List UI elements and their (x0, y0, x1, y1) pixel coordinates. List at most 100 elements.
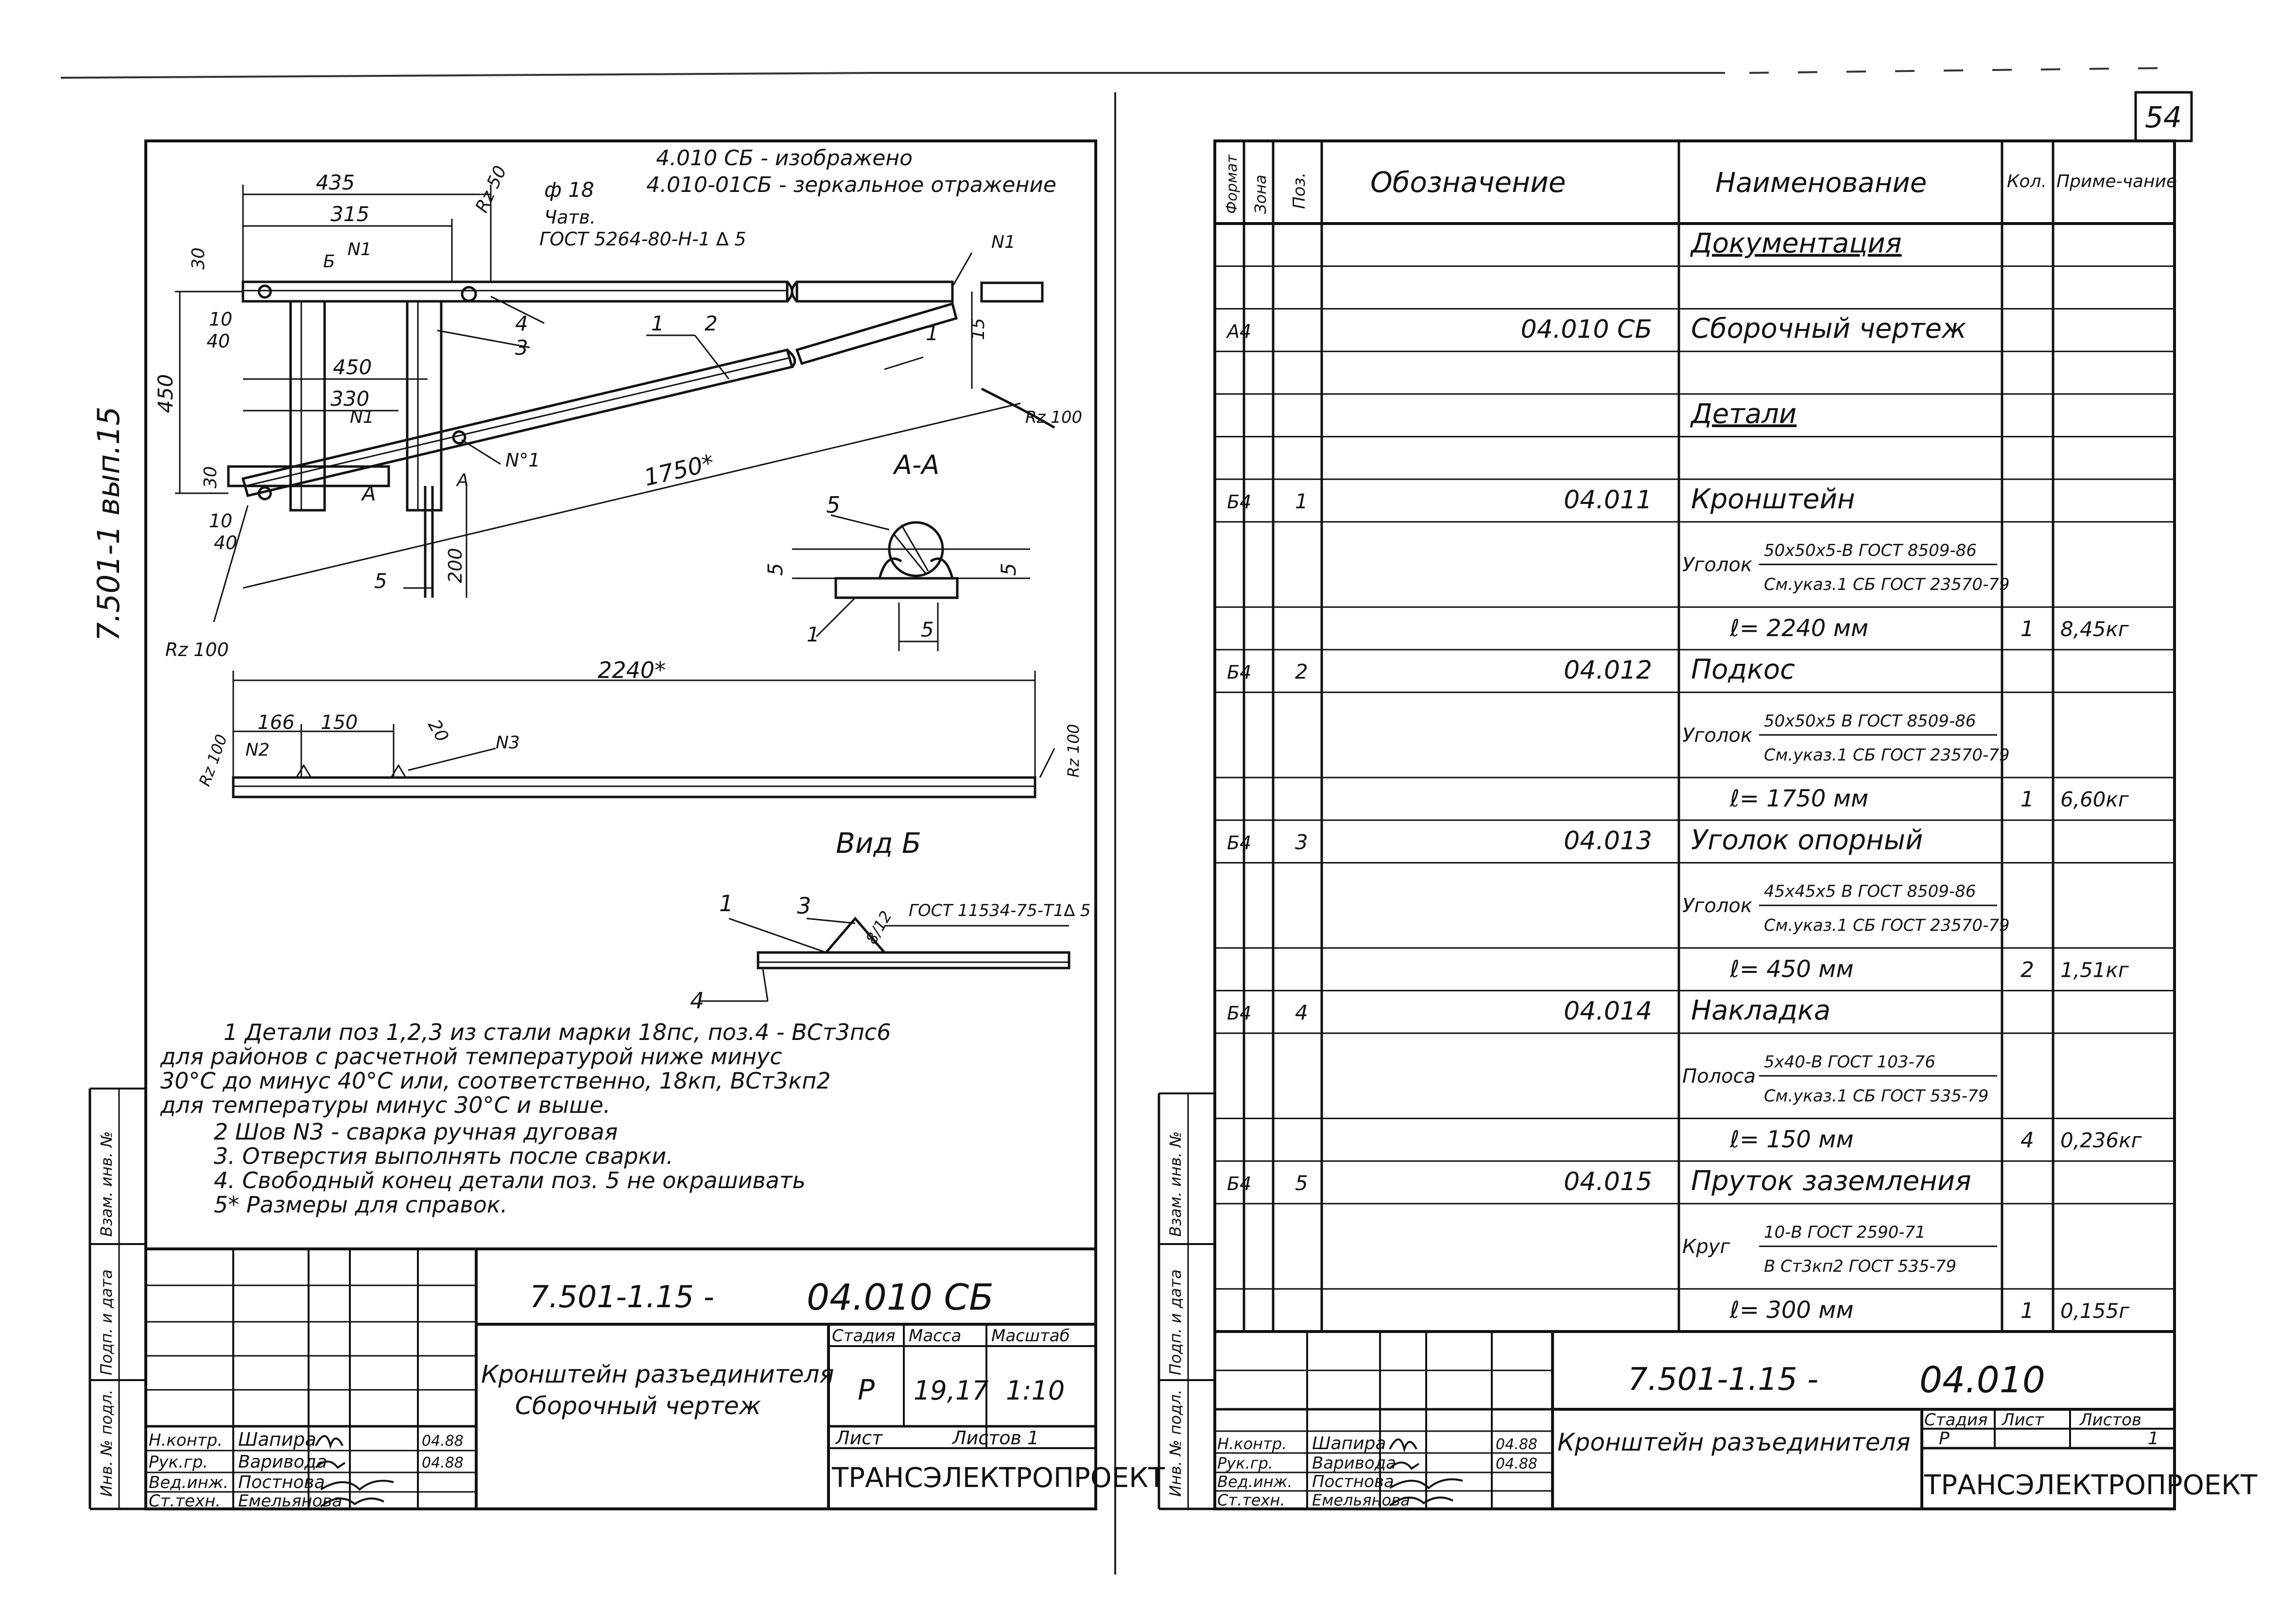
spec-row-designation: 04.014 (1564, 997, 1652, 1026)
spec-row-format: Б4 (1227, 1003, 1251, 1024)
right-person-3: Постнова (1312, 1472, 1394, 1491)
left-frame (144, 139, 1097, 1510)
spec-row-name: ℓ= 300 мм (1729, 1297, 1854, 1324)
left-hdr-scale: Масштаб (991, 1326, 1070, 1346)
note-line-4: для температуры минус 30°С и выше. (160, 1092, 610, 1118)
dim-450-vertical: 450 (154, 374, 177, 413)
pos-4-label: 4 (515, 311, 528, 335)
dim-40-top: 40 (207, 330, 230, 352)
hdr-qty: Кол. (2007, 172, 2047, 191)
left-person-4: Емельянова (238, 1491, 342, 1511)
right-person-2: Варивода (1312, 1453, 1396, 1473)
left-mass: 19,17 (914, 1375, 989, 1406)
page-number-box: 54 (2134, 91, 2193, 142)
left-signatures (315, 1435, 394, 1507)
spec-row-format: Б4 (1227, 1173, 1251, 1194)
right-role-1: Н.контр. (1217, 1435, 1287, 1453)
spec-row-material-prefix: Полоса (1682, 1065, 1756, 1088)
spec-row-name: ℓ= 2240 мм (1729, 615, 1868, 642)
left-sheets-label: Листов 1 (951, 1427, 1039, 1449)
left-role-2: Рук.гр. (149, 1453, 208, 1472)
right-hdr-sheets: Листов (2079, 1410, 2141, 1430)
left-designation: 7.501-1.15 - (530, 1279, 714, 1315)
section-aa: А-А 5 5 5 5 1 (763, 450, 1030, 651)
spec-row-format: А4 (1226, 321, 1251, 342)
view-b-title: Вид Б (836, 827, 921, 860)
note-line-5: 2 Шов N3 - сварка ручная дуговая (214, 1119, 618, 1145)
left-role-3: Вед.инж. (149, 1473, 228, 1492)
view-b-pos3: 3 (797, 893, 811, 919)
spec-row-format: Б4 (1227, 832, 1251, 853)
dim-30-top: 30 (189, 247, 208, 270)
spec-row-designation: 04.012 (1564, 656, 1652, 685)
view-b-weld-size: 8/12 (862, 908, 896, 947)
section-aa-label-5c: 5 (997, 563, 1020, 576)
left-role-1: Н.контр. (149, 1431, 223, 1450)
assembly-view (175, 185, 1055, 623)
left-hdr-stage: Стадия (832, 1326, 895, 1346)
spec-row-note: 0,155г (2060, 1299, 2130, 1323)
left-stage: Р (858, 1373, 875, 1406)
spec-row-material-profile: 45x45x5 В ГОСТ 8509-86 (1764, 882, 1976, 901)
right-designation: 7.501-1.15 - (1628, 1362, 1818, 1398)
section-aa-label-5a: 5 (826, 492, 840, 518)
right-stage: Р (1939, 1429, 1950, 1449)
spec-row-designation: 04.011 (1564, 485, 1652, 515)
dim-166: 166 (258, 711, 294, 734)
spec-row-note: 0,236кг (2060, 1128, 2142, 1152)
note-line-2: для районов с расчетной температурой ниж… (160, 1043, 782, 1070)
spec-row-position: 4 (1295, 1001, 1308, 1024)
note-line-6: 3. Отверстия выполнять после сварки. (214, 1143, 673, 1169)
right-date-1: 04.88 (1496, 1436, 1537, 1453)
section-aa-title: А-А (893, 450, 939, 480)
spec-row-name: ℓ= 150 мм (1729, 1126, 1854, 1153)
dim-10-bottom: 10 (209, 510, 232, 532)
rz100-part1-left: Rz 100 (195, 732, 231, 789)
spec-row-name: Сборочный чертеж (1691, 313, 1966, 345)
spec-table-row-lines (1215, 265, 2175, 1290)
spec-row-name: Кронштейн (1691, 484, 1855, 515)
spec-row-quantity: 1 (2020, 787, 2034, 812)
section-aa-label-1: 1 (807, 623, 820, 646)
dim-15: 15 (968, 318, 988, 340)
technical-notes: 1 Детали поз 1,2,3 из стали марки 18пс, … (160, 1019, 891, 1218)
right-role-4: Ст.техн. (1217, 1491, 1285, 1509)
hdr-designation: Обозначение (1370, 166, 1566, 199)
spec-row-material-profile: 10-В ГОСТ 2590-71 (1764, 1223, 1926, 1242)
pos-2-label: 2 (705, 311, 718, 335)
weld-n3: N3 (496, 733, 520, 753)
dim-40-bottom: 40 (214, 532, 237, 554)
right-hdr-stage: Стадия (1924, 1410, 1987, 1430)
left-stamp-sign: Подп. и дата (97, 1269, 116, 1375)
spec-row-material-spec: См.указ.1 СБ ГОСТ 23570-79 (1764, 575, 2010, 594)
spec-row-name: ℓ= 450 мм (1729, 955, 1854, 983)
spec-row-quantity: 4 (2020, 1128, 2034, 1153)
spec-row-material-profile: 50x50x5 В ГОСТ 8509-86 (1764, 711, 1976, 731)
dim-330: 330 (330, 387, 369, 411)
right-date-2: 04.88 (1496, 1455, 1537, 1472)
dim-150: 150 (321, 711, 358, 734)
spec-row-material-spec: См.указ.1 СБ ГОСТ 535-79 (1764, 1086, 1988, 1106)
right-organization: ТРАНСЭЛЕКТРОПРОЕКТ (1924, 1470, 2258, 1501)
dim-1750: 1750* (641, 449, 717, 491)
spec-row-material-spec: См.указ.1 СБ ГОСТ 23570-79 (1764, 745, 2010, 765)
hdr-name: Наименование (1715, 167, 1927, 199)
left-sheet-label: Лист (835, 1427, 883, 1449)
left-name-line2: Сборочный чертеж (515, 1392, 761, 1420)
left-organization: ТРАНСЭЛЕКТРОПРОЕКТ (831, 1462, 1165, 1494)
header-note-line2: 4.010-01СБ - зеркальное отражение (646, 173, 1056, 197)
spec-table-headers: Формат Зона Поз. Обозначение Наименовани… (1224, 154, 2177, 214)
assembly-labels: 435 315 Rz 50 ф 18 Чатв. ГОСТ 5264-80-Н-… (154, 163, 1082, 660)
right-stamp-sign: Подп. и дата (1166, 1269, 1185, 1375)
phi18-label: ф 18 (544, 178, 594, 202)
dim-200: 200 (445, 548, 466, 583)
spec-row-name: Накладка (1691, 995, 1830, 1026)
